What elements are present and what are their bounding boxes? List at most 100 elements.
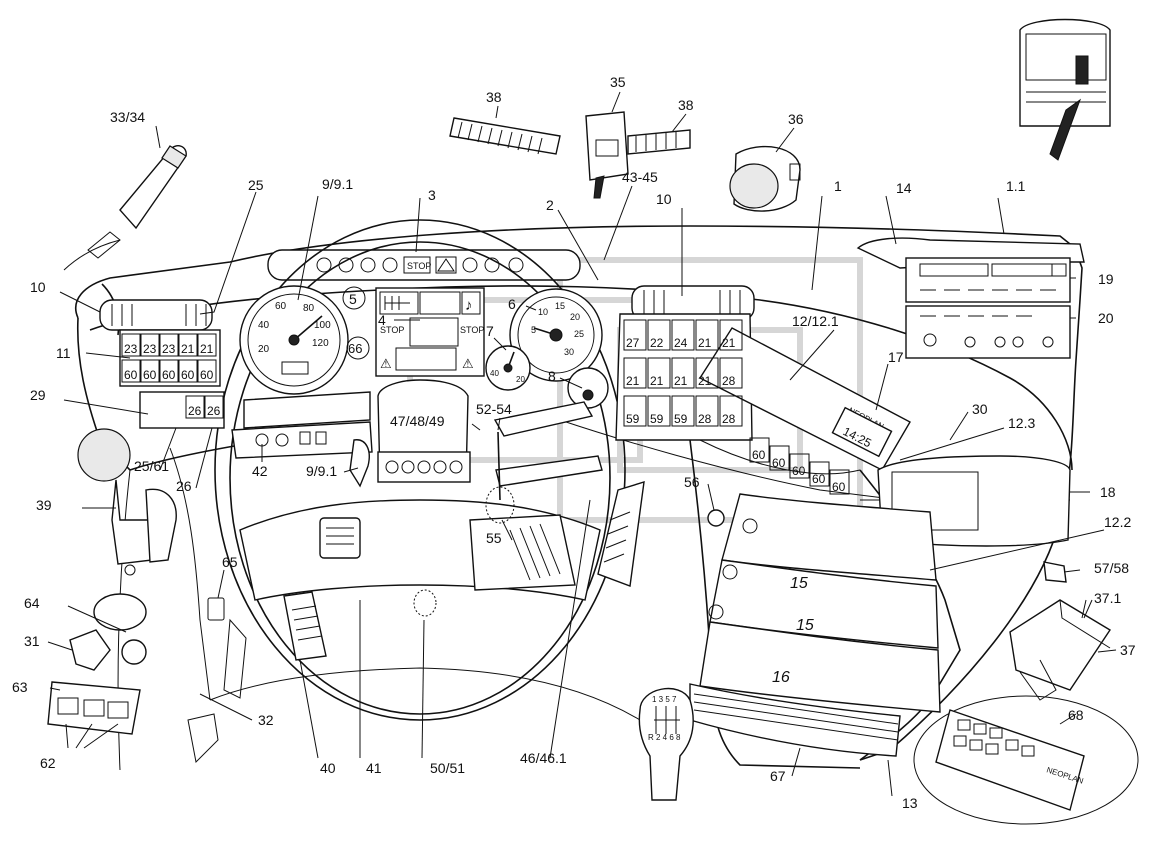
left-button-10-frame: [185, 395, 205, 419]
center-button-3-frame: [695, 319, 719, 351]
label-56: 56: [684, 474, 700, 490]
label-40: 40: [320, 760, 336, 776]
speedo-tick-20: 20: [258, 344, 270, 355]
display-note: ♪: [465, 297, 473, 314]
label-50-51: 50/51: [430, 760, 465, 776]
label-4: 4: [378, 312, 386, 328]
center-button-13: 28: [698, 412, 712, 426]
label-43-45: 43-45: [622, 169, 658, 185]
label-42: 42: [252, 463, 268, 479]
label-65: 65: [222, 554, 238, 570]
left-button-11: 26: [207, 404, 221, 418]
display-warn-1: ⚠: [380, 356, 392, 371]
drawer-15b: 15: [796, 617, 814, 634]
label-20: 20: [1098, 310, 1114, 326]
left-button-3-frame: [178, 333, 198, 357]
label-64: 64: [24, 595, 40, 611]
accessory-grille-right: [627, 129, 691, 155]
center-lower-button-4-frame: [829, 469, 850, 495]
center-button-7: 21: [674, 374, 688, 388]
center-button-1: 22: [650, 336, 664, 350]
speedo-tick-60: 60: [275, 301, 287, 312]
left-button-2-frame: [159, 333, 179, 357]
drawer-15a: 15: [790, 575, 808, 592]
center-button-0: 27: [626, 336, 640, 350]
left-button-2: 23: [162, 342, 176, 356]
label-36: 36: [788, 111, 804, 127]
label-6: 6: [508, 296, 516, 312]
label-10b: 10: [656, 191, 672, 207]
accessory-grille-left: [449, 117, 561, 155]
pedals: [283, 481, 645, 661]
center-button-2: 24: [674, 336, 688, 350]
label-11: 11: [56, 345, 71, 361]
label-12-3: 12.3: [1008, 415, 1035, 431]
center-button-3: 21: [698, 336, 712, 350]
center-lower-button-1-frame: [769, 445, 790, 471]
label-37: 37: [1120, 642, 1136, 658]
center-lower-button-2-frame: [789, 453, 810, 479]
speedo-tick-100: 100: [314, 320, 331, 331]
label-13: 13: [902, 795, 918, 811]
label-14: 14: [896, 180, 912, 196]
left-button-0: 23: [124, 342, 138, 356]
center-lower-button-0-frame: [749, 437, 770, 463]
center-button-13-frame: [695, 395, 719, 427]
left-button-5: 60: [124, 368, 138, 382]
label-10a: 10: [30, 279, 46, 295]
center-button-6: 21: [650, 374, 664, 388]
gear-numbers-top: 1 3 5 7: [652, 695, 677, 704]
label-25: 25: [248, 177, 264, 193]
center-button-4-frame: [719, 319, 743, 351]
warning-light-strip: STOP: [267, 249, 581, 281]
center-button-8: 21: [698, 374, 712, 388]
label-37-1: 37.1: [1094, 590, 1121, 606]
label-25-61: 25/61: [134, 458, 169, 474]
speedometer: 20 40 60 80 100 120 5 66: [239, 285, 370, 395]
label-1-1: 1.1: [1006, 178, 1026, 194]
left-button-1-frame: [140, 333, 160, 357]
left-button-8-frame: [178, 359, 198, 383]
center-button-9: 28: [722, 374, 736, 388]
display-stop-2: STOP: [460, 325, 484, 335]
tacho-tick-20: 20: [570, 312, 580, 322]
tacho-tick-10: 10: [538, 307, 548, 317]
accessory-socket: [1043, 561, 1067, 583]
label-35: 35: [610, 74, 626, 90]
center-lower-button-3-frame: [809, 461, 830, 487]
center-switch-cluster: NEOPLAN 14:25 27222421212121212128595959…: [615, 285, 911, 495]
center-button-10-frame: [623, 395, 647, 427]
badge-5: 5: [349, 291, 357, 307]
tacho-tick-15: 15: [555, 301, 565, 311]
label-62: 62: [40, 755, 56, 771]
radio-stack: [856, 237, 1085, 359]
label-32: 32: [258, 712, 274, 728]
label-26: 26: [176, 478, 192, 494]
center-button-5: 21: [626, 374, 640, 388]
accessory-microphone: [63, 145, 187, 271]
left-button-11-frame: [204, 395, 224, 419]
label-55: 55: [486, 530, 502, 546]
left-button-5-frame: [121, 359, 141, 383]
center-lower-button-2: 60: [792, 464, 806, 478]
left-button-4: 21: [200, 342, 214, 356]
left-button-6-frame: [140, 359, 160, 383]
center-button-8-frame: [695, 357, 719, 389]
glovebox-drawers: 15 15 16: [689, 493, 941, 757]
left-button-0-frame: [121, 333, 141, 357]
display-warn-2: ⚠: [462, 356, 474, 371]
label-67: 67: [770, 768, 786, 784]
left-button-10: 26: [188, 404, 202, 418]
fuel-tick-20: 20: [516, 375, 525, 384]
label-18: 18: [1100, 484, 1116, 500]
label-9-9-1a: 9/9.1: [322, 176, 353, 192]
label-30: 30: [972, 401, 988, 417]
left-button-3: 21: [181, 342, 195, 356]
accessory-remote-panel: NEOPLAN: [913, 695, 1139, 825]
center-button-10: 59: [626, 412, 640, 426]
center-button-5-frame: [623, 357, 647, 389]
label-3: 3: [428, 187, 436, 203]
center-button-12: 59: [674, 412, 688, 426]
label-8: 8: [548, 368, 556, 384]
